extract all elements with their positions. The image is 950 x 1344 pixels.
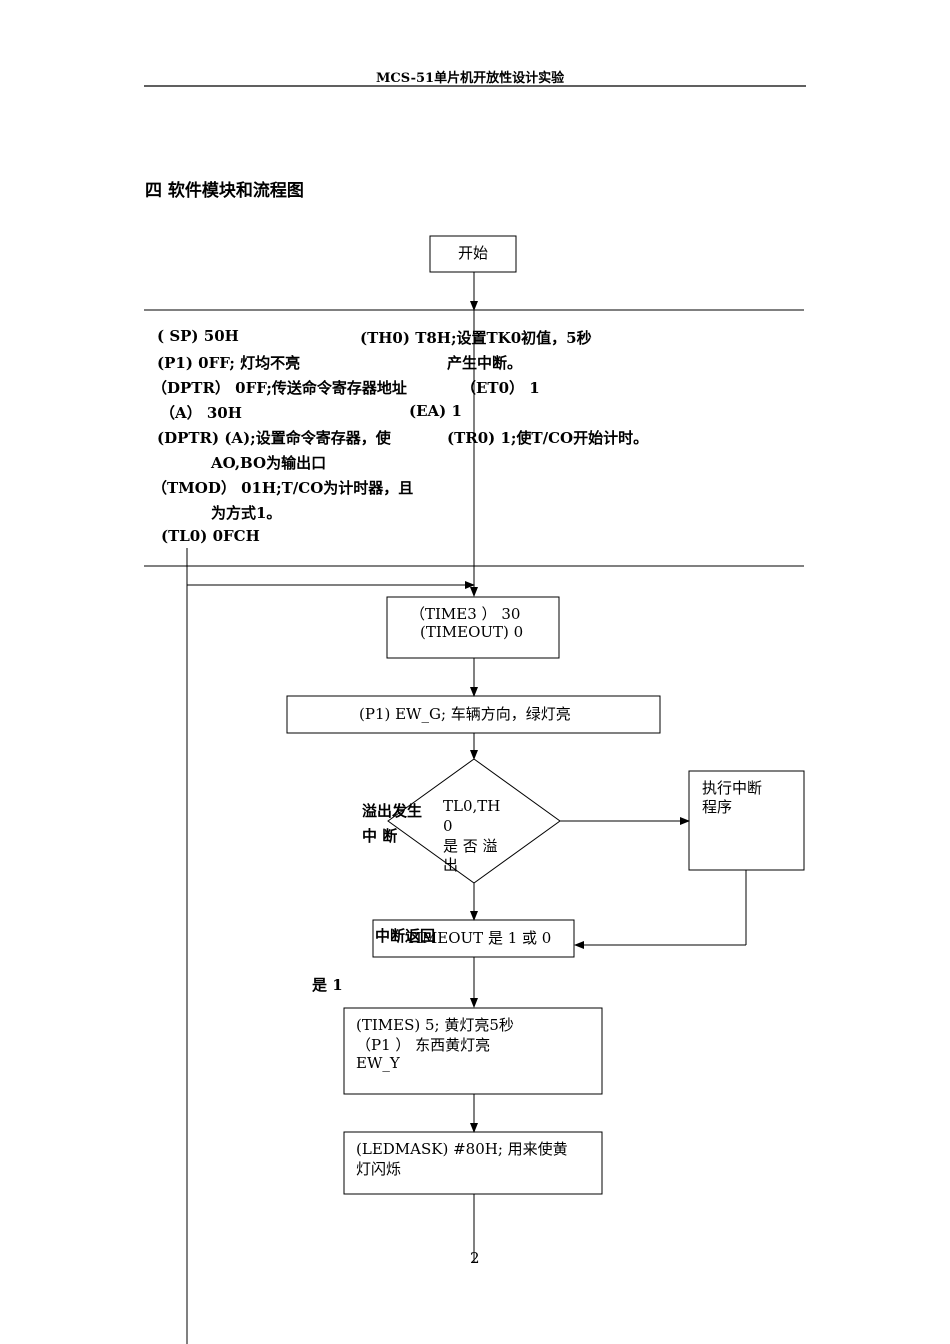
page-number: 2	[470, 1249, 480, 1267]
ledmask-line1: (LEDMASK) #80H; 用来使黄	[356, 1140, 568, 1158]
init-line-a: （A） 30H	[160, 404, 242, 422]
times-line2: （P1 ） 东西黄灯亮	[356, 1036, 491, 1054]
init-line-tl0: (TL0) 0FCH	[161, 527, 260, 545]
init-line-mode1: 为方式1。	[211, 504, 282, 522]
interrupt-line2: 程序	[702, 798, 733, 816]
time3-box	[386, 596, 560, 659]
start-box	[429, 235, 517, 273]
diamond-line1: TL0,TH	[443, 797, 501, 815]
init-line-interrupt: 产生中断。	[447, 354, 523, 372]
init-line-sp: ( SP) 50H	[157, 327, 239, 345]
interrupt-return-label: 中断返回	[375, 927, 436, 945]
ew-green-label: (P1) EW_G; 车辆方向，绿灯亮	[359, 705, 571, 723]
overflow-label-1: 溢出发生	[362, 802, 423, 820]
overflow-label-2: 中 断	[362, 827, 398, 845]
init-line-tmod: （TMOD） 01H;T/CO为计时器，且	[152, 479, 414, 497]
time3-line1: （TIME3 ） 30	[410, 605, 521, 623]
init-line-dptr-a: (DPTR) (A);设置命令寄存器，使	[157, 429, 391, 447]
overflow-diamond	[387, 758, 561, 884]
init-line-p1: (P1) 0FF; 灯均不亮	[157, 354, 301, 372]
timeout-label: TIMEOUT 是 1 或 0	[406, 929, 552, 947]
init-line-ea: (EA) 1	[409, 402, 462, 420]
start-label: 开始	[458, 244, 489, 262]
init-line-th0: (TH0) T8H;设置TK0初值，5秒	[360, 329, 592, 347]
init-line-ao-bo: AO,BO为输出口	[211, 454, 327, 472]
times-line3: EW_Y	[356, 1054, 400, 1072]
interrupt-line1: 执行中断	[702, 779, 763, 797]
diamond-line4: 出	[443, 856, 459, 874]
diamond-line3: 是 否 溢	[443, 837, 498, 855]
ledmask-box	[343, 1131, 603, 1195]
times-line1: (TIMES) 5; 黄灯亮5秒	[356, 1016, 514, 1034]
init-line-dptr: （DPTR） 0FF;传送命令寄存器地址	[152, 379, 407, 397]
times-box	[343, 1007, 603, 1095]
init-line-tr0: (TR0) 1;使T/CO开始计时。	[447, 429, 649, 447]
running-header: MCS-51单片机开放性设计实验	[376, 71, 565, 86]
init-line-et0: （ET0） 1	[461, 379, 540, 397]
ledmask-line2: 灯闪烁	[356, 1160, 402, 1178]
diamond-line2: 0	[443, 817, 453, 835]
section-title: 四 软件模块和流程图	[145, 181, 304, 201]
time3-line2: (TIMEOUT) 0	[420, 623, 524, 641]
yes-1-label: 是 1	[312, 976, 343, 994]
